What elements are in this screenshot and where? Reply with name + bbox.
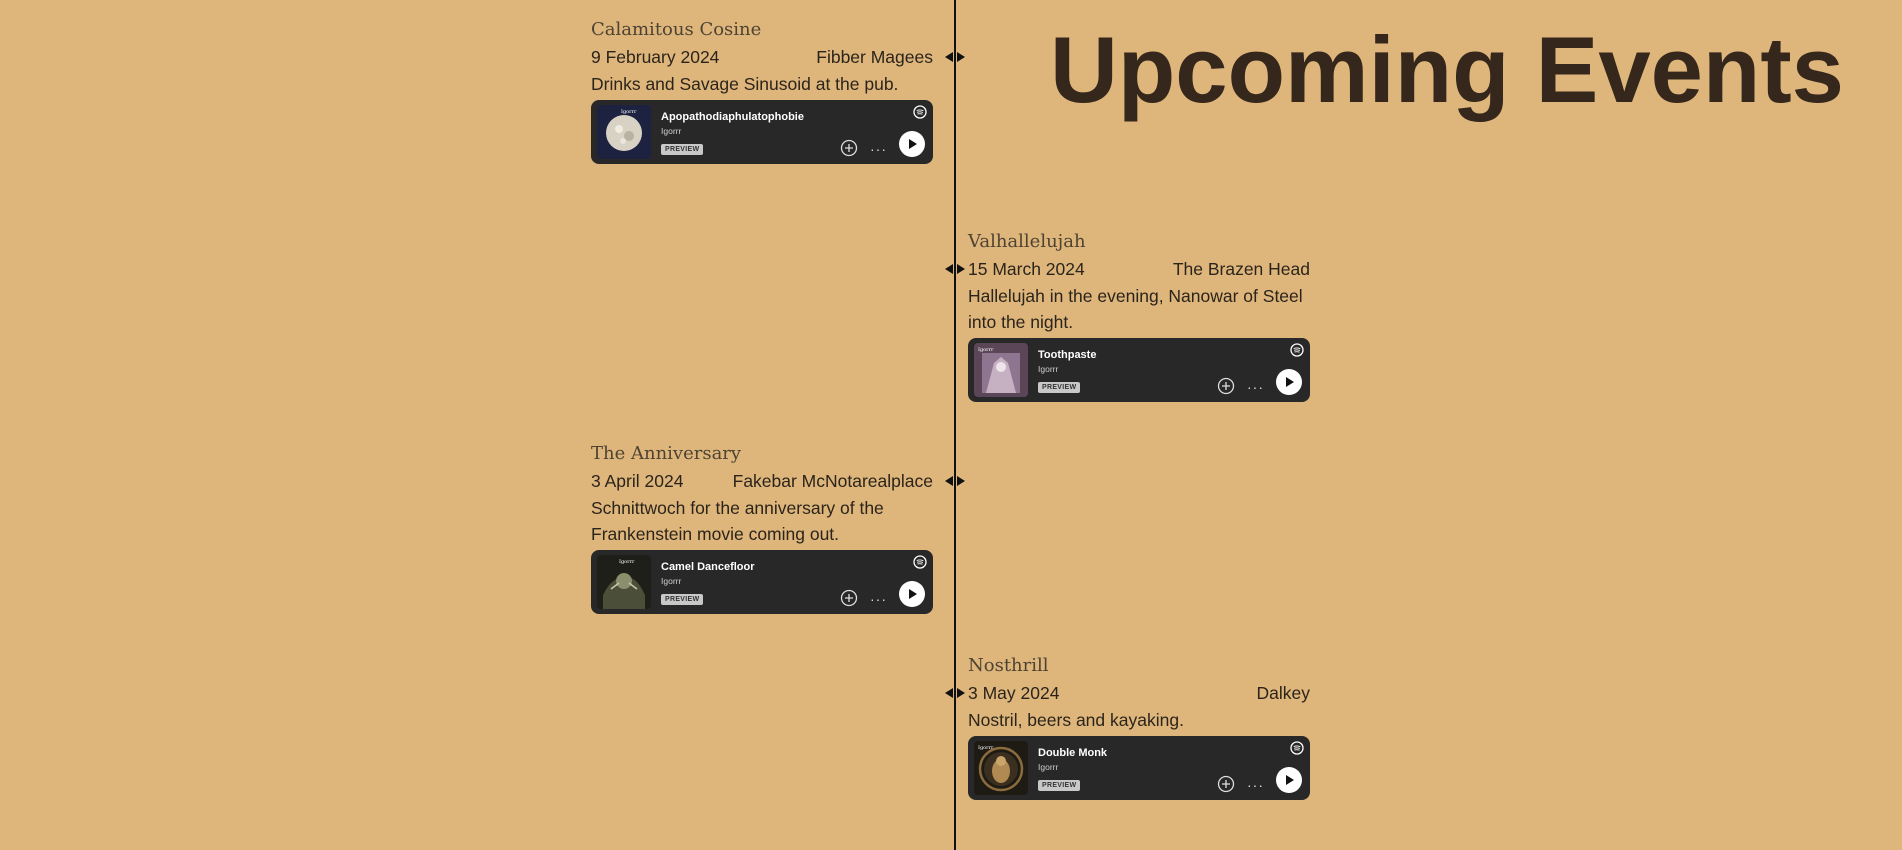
more-options-icon[interactable]: ··· — [1247, 777, 1264, 793]
track-title[interactable]: Apopathodiaphulatophobie — [661, 111, 804, 123]
spotify-logo-icon[interactable] — [1290, 343, 1304, 357]
add-to-library-icon[interactable] — [1216, 774, 1236, 794]
event-name: The Anniversary — [591, 443, 742, 464]
event-date: 9 February 2024 — [591, 47, 720, 67]
preview-badge: PREVIEW — [1038, 382, 1081, 393]
svg-text:Igorrr: Igorrr — [978, 347, 994, 353]
play-button-icon[interactable] — [899, 581, 925, 607]
event-date: 3 April 2024 — [591, 471, 684, 491]
event-card-2: The Anniversary 3 April 2024 Fakebar McN… — [591, 442, 933, 614]
event-date: 15 March 2024 — [968, 259, 1085, 279]
spotify-embed-player[interactable]: Igorrr Apopathodiaphulatophobie Igorrr P… — [591, 100, 933, 164]
preview-badge: PREVIEW — [661, 594, 704, 605]
album-cover: Igorrr — [597, 105, 651, 159]
event-name: Calamitous Cosine — [591, 19, 762, 40]
more-options-icon[interactable]: ··· — [1247, 379, 1264, 395]
event-date: 3 May 2024 — [968, 683, 1060, 703]
event-description: Drinks and Savage Sinusoid at the pub. — [591, 74, 899, 94]
track-title[interactable]: Double Monk — [1038, 747, 1108, 759]
add-to-library-icon[interactable] — [839, 138, 859, 158]
play-button-icon[interactable] — [899, 131, 925, 157]
event-venue: The Brazen Head — [1172, 259, 1310, 279]
spotify-embed-player[interactable]: Igorrr Double Monk Igorrr PREVIEW ··· — [968, 736, 1310, 800]
timeline-marker-icon — [945, 264, 965, 274]
spotify-logo-icon[interactable] — [1290, 741, 1304, 755]
event-description: Hallelujah in the evening, Nanowar of St… — [968, 286, 1303, 332]
add-to-library-icon[interactable] — [839, 588, 859, 608]
play-button-icon[interactable] — [1276, 767, 1302, 793]
event-name: Valhallelujah — [968, 231, 1086, 252]
album-cover: Igorrr — [597, 555, 651, 609]
event-meta: 3 May 2024 Dalkey — [968, 680, 1310, 706]
track-artist[interactable]: Igorrr — [1038, 762, 1059, 772]
timeline-line — [954, 0, 956, 850]
timeline-marker-icon — [945, 688, 965, 698]
spotify-embed-player[interactable]: Igorrr Camel Dancefloor Igorrr PREVIEW ·… — [591, 550, 933, 614]
event-description: Nostril, beers and kayaking. — [968, 710, 1184, 730]
album-cover: Igorrr — [974, 343, 1028, 397]
event-meta: 3 April 2024 Fakebar McNotarealplace — [591, 468, 933, 494]
track-title[interactable]: Camel Dancefloor — [661, 561, 755, 573]
track-artist[interactable]: Igorrr — [1038, 364, 1059, 374]
spotify-logo-icon[interactable] — [913, 105, 927, 119]
page-title: Upcoming Events — [1050, 17, 1844, 122]
event-venue: Dalkey — [1256, 683, 1311, 703]
event-card-1: Valhallelujah 15 March 2024 The Brazen H… — [968, 230, 1310, 402]
event-venue: Fibber Magees — [816, 47, 933, 67]
event-description: Schnittwoch for the anniversary of the F… — [591, 498, 884, 544]
svg-text:Igorrr: Igorrr — [978, 745, 994, 751]
event-meta: 9 February 2024 Fibber Magees — [591, 44, 933, 70]
event-name: Nosthrill — [968, 655, 1049, 676]
svg-text:Igorrr: Igorrr — [621, 109, 637, 115]
spotify-embed-player[interactable]: Igorrr Toothpaste Igorrr PREVIEW ··· — [968, 338, 1310, 402]
more-options-icon[interactable]: ··· — [870, 141, 887, 157]
svg-text:Igorrr: Igorrr — [619, 559, 635, 565]
play-button-icon[interactable] — [1276, 369, 1302, 395]
track-title[interactable]: Toothpaste — [1038, 349, 1097, 361]
event-meta: 15 March 2024 The Brazen Head — [968, 256, 1310, 282]
event-card-3: Nosthrill 3 May 2024 Dalkey Nostril, bee… — [968, 654, 1310, 800]
track-artist[interactable]: Igorrr — [661, 576, 682, 586]
event-venue: Fakebar McNotarealplace — [732, 471, 933, 491]
timeline-marker-icon — [945, 476, 965, 486]
preview-badge: PREVIEW — [661, 144, 704, 155]
album-cover: Igorrr — [974, 741, 1028, 795]
preview-badge: PREVIEW — [1038, 780, 1081, 791]
add-to-library-icon[interactable] — [1216, 376, 1236, 396]
more-options-icon[interactable]: ··· — [870, 591, 887, 607]
event-card-0: Calamitous Cosine 9 February 2024 Fibber… — [591, 18, 933, 164]
track-artist[interactable]: Igorrr — [661, 126, 682, 136]
timeline-marker-icon — [945, 52, 965, 62]
spotify-logo-icon[interactable] — [913, 555, 927, 569]
